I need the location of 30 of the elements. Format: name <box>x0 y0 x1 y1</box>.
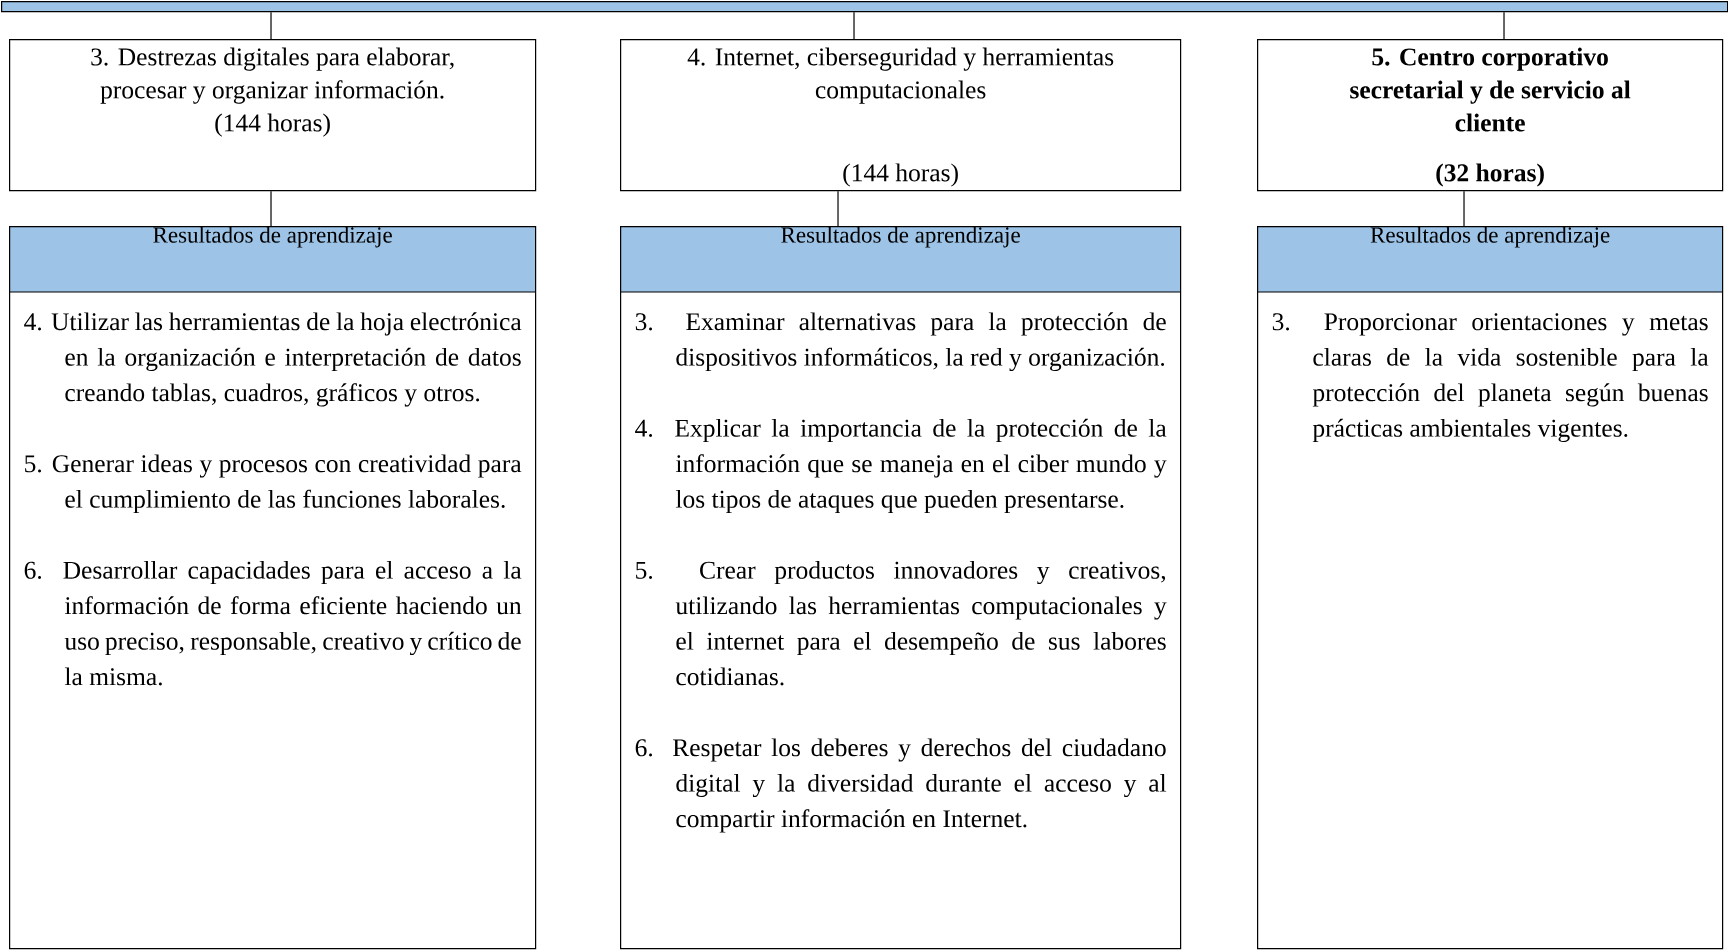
connector-line <box>270 190 272 227</box>
course-box <box>9 39 537 192</box>
learning-outcome: 4. Explicar la importancia de la protección de la información que se maneja en el ciber mundo y los tipos de ataques que pueden presentarse. <box>635 418 1167 513</box>
column-heading: Resultados de aprendizaje <box>1370 226 1610 248</box>
learning-outcome: 4. Utilizar las herramientas de la hoja electrónica en la organización e interpretación de datos creando tablas, cuadros, gráficos y otros. <box>24 312 522 407</box>
connector-line <box>853 11 855 40</box>
column-heading: Resultados de aprendizaje <box>781 226 1020 248</box>
learning-outcome: 5. Generar ideas y procesos con creatividad para el cumplimiento de las funciones laborales. <box>25 454 522 513</box>
outcomes-box <box>1256 226 1724 950</box>
learning-outcome: 6. Respetar los deberes y derechos del ciudadano digital y la diversidad durante el acceso y al compartir información en Internet. <box>635 738 1167 833</box>
connector-line <box>1463 190 1465 227</box>
course-title: 4. Internet, ciberseguridad y herramientas computacionales <box>687 47 1114 104</box>
outcomes-box <box>8 226 537 950</box>
hours-text: (144 horas) <box>215 113 330 137</box>
hours-text: (32 horas) <box>1436 163 1544 187</box>
learning-outcome: 6. Desarrollar capacidades para el acceso a la información de forma eficiente haciendo un uso preciso, responsable, creativo y crítico de la misma. <box>24 560 522 686</box>
connector-line <box>1503 11 1505 40</box>
course-box <box>1257 39 1724 192</box>
learning-outcome: 5. Crear productos innovadores y creativos, utilizando las herramientas computacionales y el internet para el desempeño de sus labores cotidianas. <box>636 560 1167 686</box>
learning-outcome: 3. Examinar alternativas para la protección de dispositivos informáticos, la red y organización. <box>635 312 1166 372</box>
column-heading: Resultados de aprendizaje <box>153 226 392 248</box>
course-title: 3. Destrezas digitales para elaborar, procesar y organizar información. <box>91 47 454 104</box>
connector-line <box>270 11 272 40</box>
connector-line <box>837 190 839 227</box>
outcomes-box <box>619 226 1182 950</box>
learning-outcome: 3. Proporcionar orientaciones y metas claras de la vida sostenible para la protección del planeta según buenas prácticas ambientales vigentes. <box>1272 313 1709 443</box>
course-title: 5. Centro corporativo secretarial y de servicio al cliente <box>1350 47 1631 132</box>
course-box <box>620 39 1182 192</box>
header-bar <box>1 1 1728 13</box>
hours-text: (144 horas) <box>843 163 958 187</box>
